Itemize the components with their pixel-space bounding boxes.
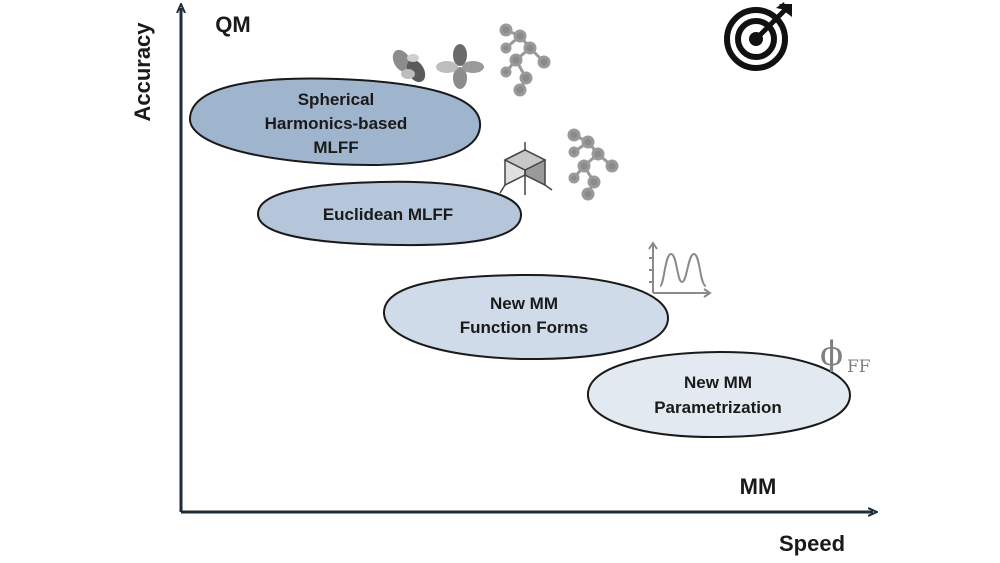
phi-subscript: FF — [847, 357, 871, 377]
phi-ff-symbol: ϕ FF — [820, 334, 871, 377]
method-spherical-harmonics-mlff: Spherical Harmonics-based MLFF — [188, 77, 482, 167]
euclidean-blob — [256, 180, 523, 247]
parametrization-blob — [586, 350, 852, 439]
x-axis-label: Speed — [779, 531, 845, 556]
qm-label: QM — [215, 12, 250, 37]
method-new-mm-parametrization: New MM Parametrization — [586, 350, 852, 439]
spherical-harmonics-line-2: Harmonics-based — [265, 114, 408, 133]
spherical-harmonics-line-3: MLFF — [313, 138, 358, 157]
spherical-harmonics-line-1: Spherical — [298, 90, 375, 109]
euclidean-label: Euclidean MLFF — [323, 205, 453, 224]
method-euclidean-mlff: Euclidean MLFF — [256, 180, 523, 247]
spherical-harmonics-blob — [188, 77, 482, 167]
orbital-icon — [392, 49, 426, 83]
mm-label: MM — [740, 474, 777, 499]
function-forms-line-2: Function Forms — [460, 318, 588, 337]
function-forms-blob — [382, 273, 670, 361]
phi-symbol: ϕ — [820, 334, 843, 374]
function-forms-line-1: New MM — [490, 294, 558, 313]
target-icon — [724, 2, 792, 71]
method-new-mm-function-forms: New MM Function Forms — [382, 273, 670, 361]
orbital-icon-2 — [436, 44, 484, 89]
cube-axes-icon — [499, 142, 553, 195]
parametrization-line-2: Parametrization — [654, 398, 782, 417]
molecule-graph-icon-2 — [567, 128, 619, 201]
parametrization-line-1: New MM — [684, 373, 752, 392]
potential-plot-icon — [648, 241, 712, 298]
molecule-graph-icon — [499, 23, 551, 97]
y-axis-label: Accuracy — [130, 22, 155, 122]
